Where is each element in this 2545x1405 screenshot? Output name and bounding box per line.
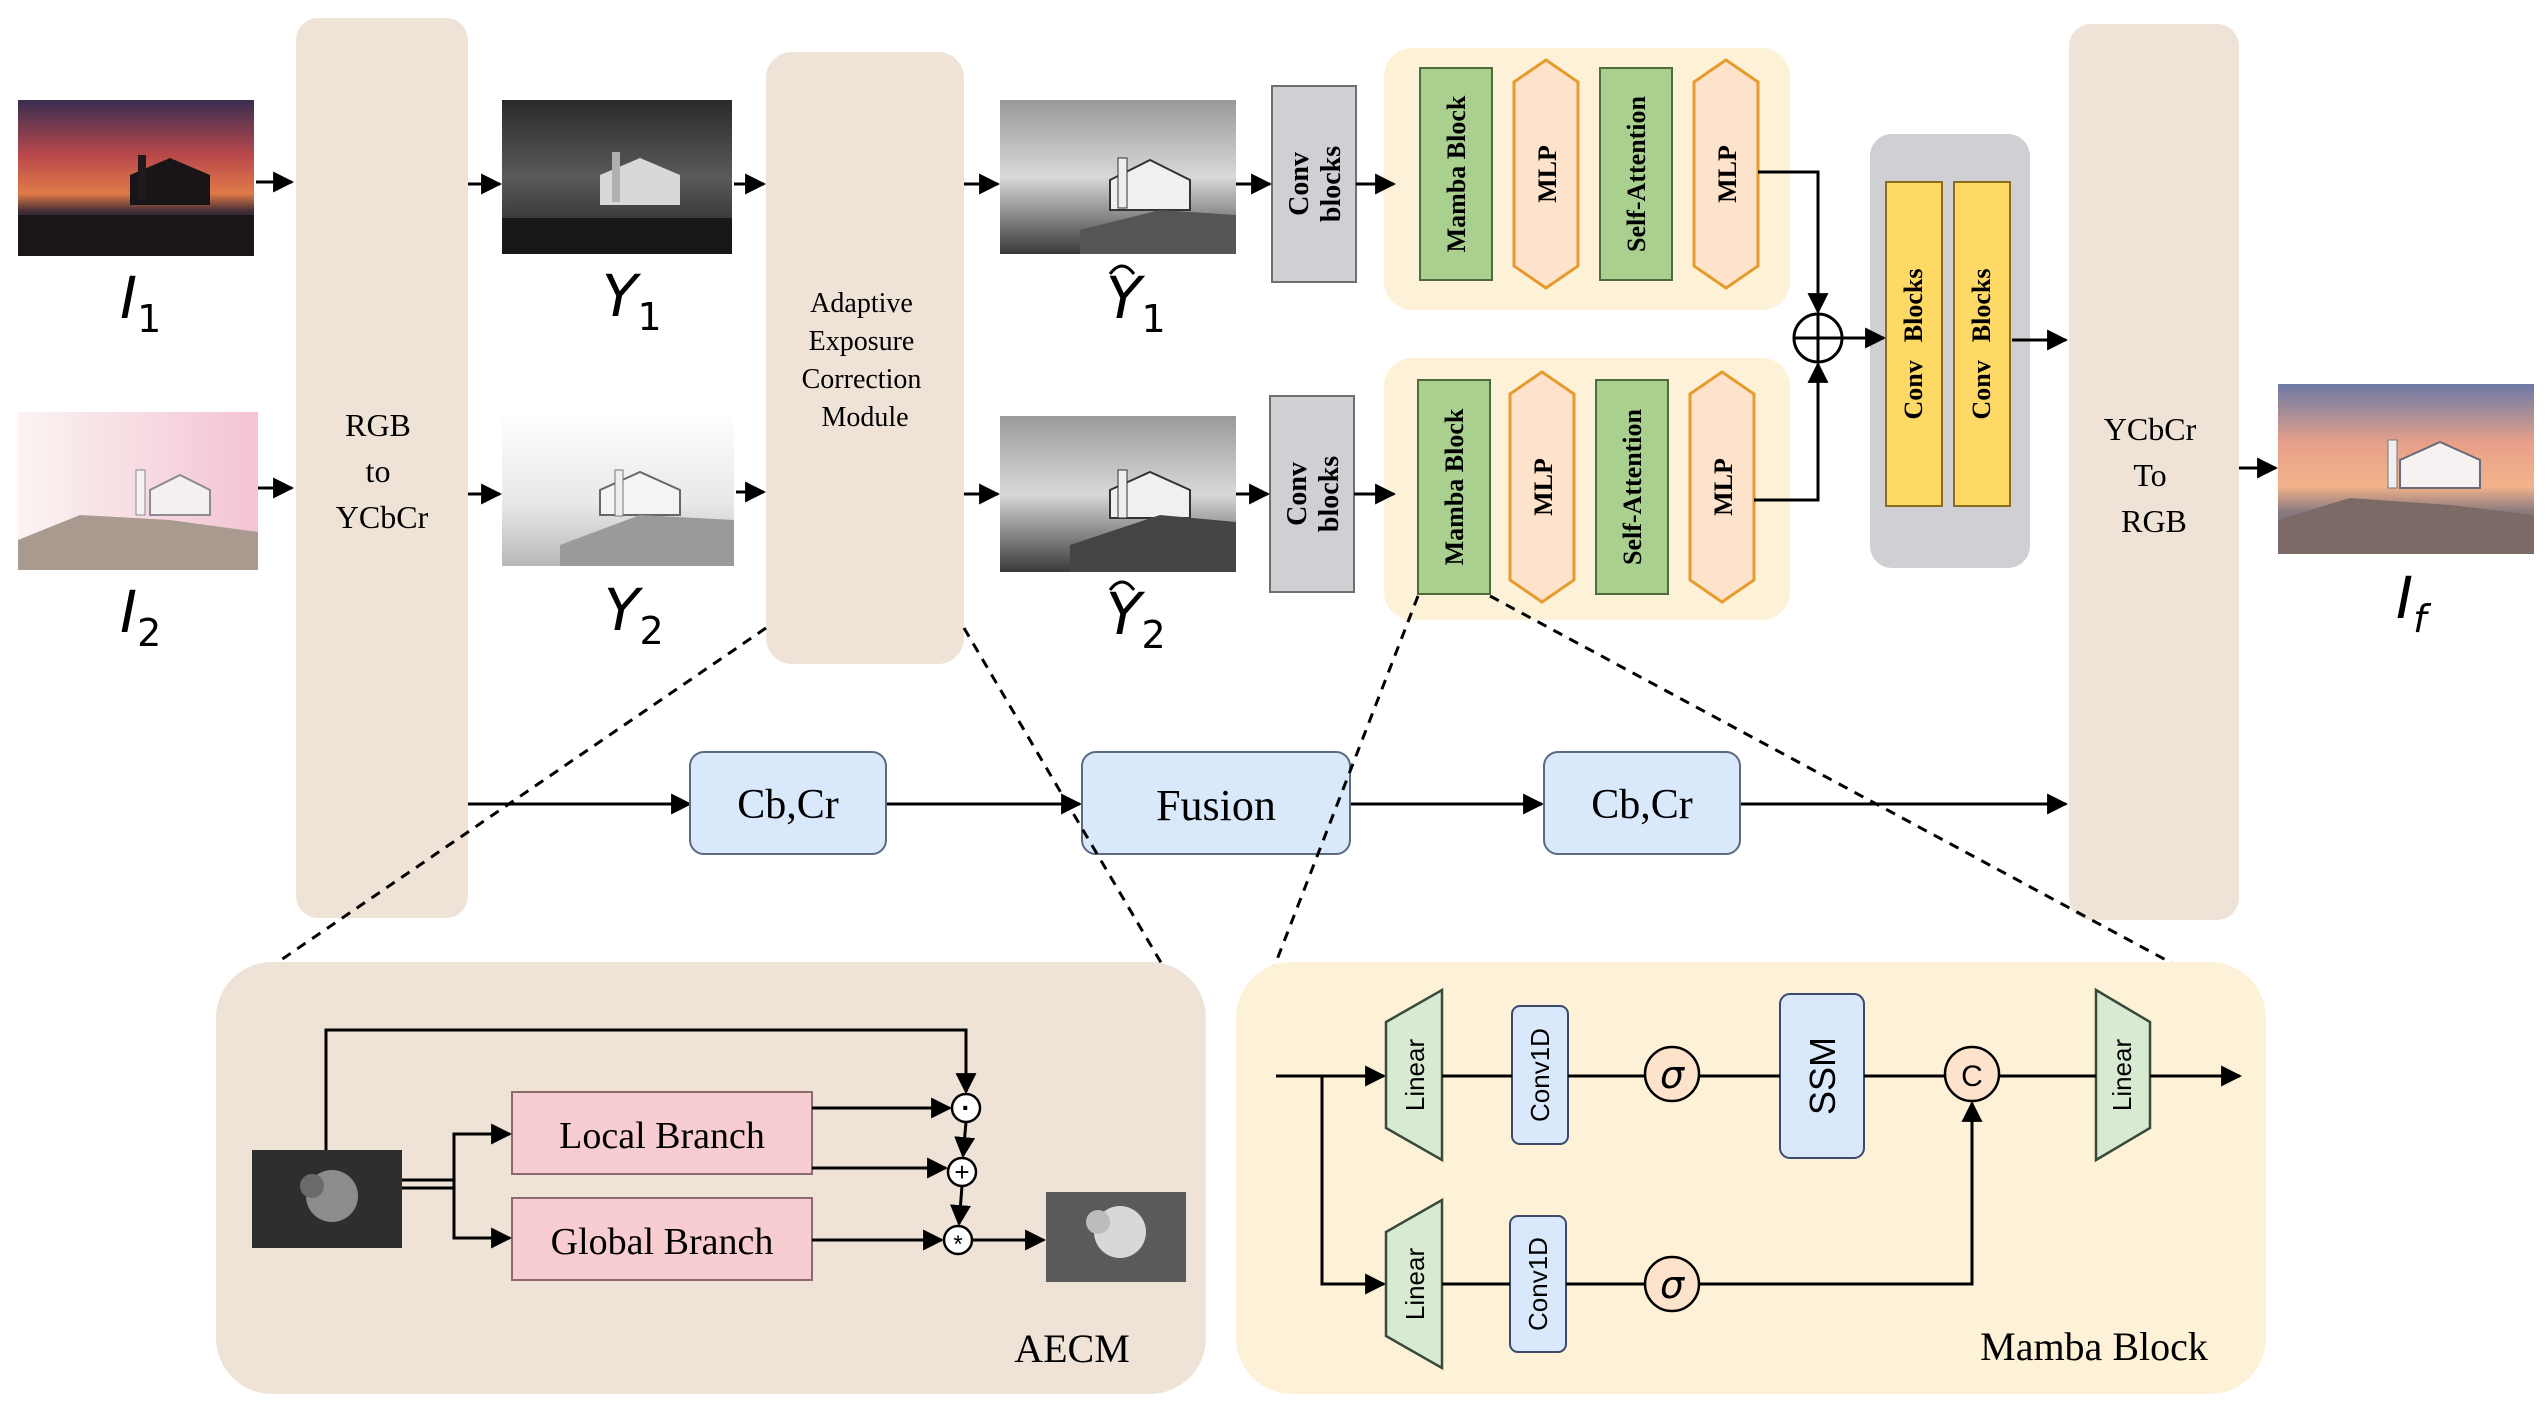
label-y1: Y1 (602, 262, 662, 339)
svg-text:Y2: Y2 (1106, 580, 1166, 657)
label-y2-hat: Y2 (1106, 580, 1166, 657)
conv-blocks-top (1271, 85, 1357, 283)
mlp-1-top-text: MLP (1533, 145, 1562, 203)
rgb-to-ycbcr-panel (296, 18, 468, 918)
mlp-1-top (1512, 58, 1580, 290)
mamba-block-bottom-text: Mamba Block (1440, 408, 1469, 565)
conv-blocks-top-text: Convblocks (1284, 146, 1347, 222)
linear-in-bottom (1384, 1197, 1444, 1371)
mlp-2-top (1692, 58, 1760, 290)
label-y1-hat: Y1 (1106, 264, 1166, 341)
svg-text:Y1: Y1 (1106, 264, 1166, 341)
mamba-block-top (1419, 67, 1493, 281)
conv1d-top-text: Conv1D (1525, 1028, 1555, 1122)
linear-out (2094, 987, 2152, 1163)
mlp-1-bottom-text: MLP (1529, 458, 1558, 516)
fusion-conv-block-1 (1885, 181, 1943, 507)
multiply-operator: · (950, 1092, 982, 1124)
add-operator-aecm: + (946, 1156, 978, 1188)
image-y1-hat (1000, 100, 1236, 254)
image-i1 (18, 100, 254, 256)
self-attention-top-text: Self-Attention (1622, 95, 1651, 252)
add-operator-top (1792, 312, 1844, 364)
self-attention-top (1599, 67, 1673, 281)
aecm-detail-panel (216, 962, 1206, 1394)
conv-blocks-bottom (1269, 395, 1355, 593)
fusion-box (1081, 751, 1351, 855)
image-y1 (502, 100, 732, 254)
aecm-input-image (252, 1150, 402, 1248)
aecm-output-image (1046, 1192, 1186, 1282)
sigma-top-text: σ (1660, 1053, 1686, 1097)
image-y2 (502, 410, 734, 566)
cbcr-box-left (689, 751, 887, 855)
image-if (2278, 384, 2534, 554)
self-attention-bottom-text: Self-Attention (1618, 408, 1647, 565)
mamba-block-bottom (1417, 379, 1491, 595)
fusion-conv-block-2 (1953, 181, 2011, 507)
ycbcr-to-rgb-panel (2069, 24, 2239, 920)
mamba-detail-title: Mamba Block (1980, 1324, 2208, 1369)
linear-in-top (1384, 987, 1444, 1163)
mlp-2-bottom-text: MLP (1709, 458, 1738, 516)
concat-operator-text: C (1961, 1060, 1983, 1093)
ycbcr-to-rgb-text: YCbCr To RGB (2104, 411, 2204, 539)
aecm-module-text: Adaptive Exposure Correction Module (802, 288, 929, 433)
conv-blocks-bottom-text: Convblocks (1282, 456, 1345, 532)
label-i2: I2 (120, 578, 161, 655)
fusion-conv-block-1-text: ConvBlocks (1899, 269, 1928, 420)
sigma-bottom-text: σ (1660, 1263, 1686, 1307)
cbcr-box-right-text: Cb,Cr (1591, 782, 1693, 828)
mamba-block-top-text: Mamba Block (1442, 95, 1471, 252)
rgb-to-ycbcr-text: RGB to YCbCr (336, 407, 429, 535)
ssm-block-text: SSM (1802, 1037, 1843, 1115)
cbcr-box-left-text: Cb,Cr (737, 782, 839, 828)
zoom-lines (239, 594, 2219, 990)
image-y2-hat (1000, 416, 1236, 572)
aecm-detail-title: AECM (1014, 1326, 1130, 1371)
top-arrows (256, 170, 2279, 815)
linear-in-top-text: Linear (1400, 1039, 1430, 1112)
svg-text:+: + (954, 1157, 969, 1187)
linear-out-text: Linear (2107, 1039, 2137, 1112)
sigma-top (1643, 1045, 1701, 1103)
label-if: If (2396, 564, 2432, 641)
mlp-2-top-text: MLP (1713, 145, 1742, 203)
fusion-box-text: Fusion (1156, 781, 1276, 830)
image-i2 (18, 412, 258, 570)
cbcr-box-right (1543, 751, 1741, 855)
local-branch-text: Local Branch (559, 1115, 765, 1157)
global-branch-text: Global Branch (551, 1221, 774, 1263)
svg-text:·: · (961, 1092, 970, 1123)
label-i1: I1 (120, 264, 161, 341)
conv1d-bottom-text: Conv1D (1523, 1237, 1553, 1331)
aecm-arrows (324, 1028, 1047, 1251)
mamba-arrows (1276, 1065, 2243, 1295)
mlp-2-bottom (1688, 370, 1756, 604)
self-attention-bottom (1595, 379, 1669, 595)
aecm-module-panel (766, 52, 964, 664)
label-y2: Y2 (604, 576, 664, 653)
linear-in-bottom-text: Linear (1400, 1248, 1430, 1321)
svg-text:*: * (953, 1231, 962, 1258)
mlp-1-bottom (1508, 370, 1576, 604)
mamba-detail-panel (1236, 962, 2266, 1394)
fusion-conv-block-2-text: ConvBlocks (1967, 269, 1996, 420)
